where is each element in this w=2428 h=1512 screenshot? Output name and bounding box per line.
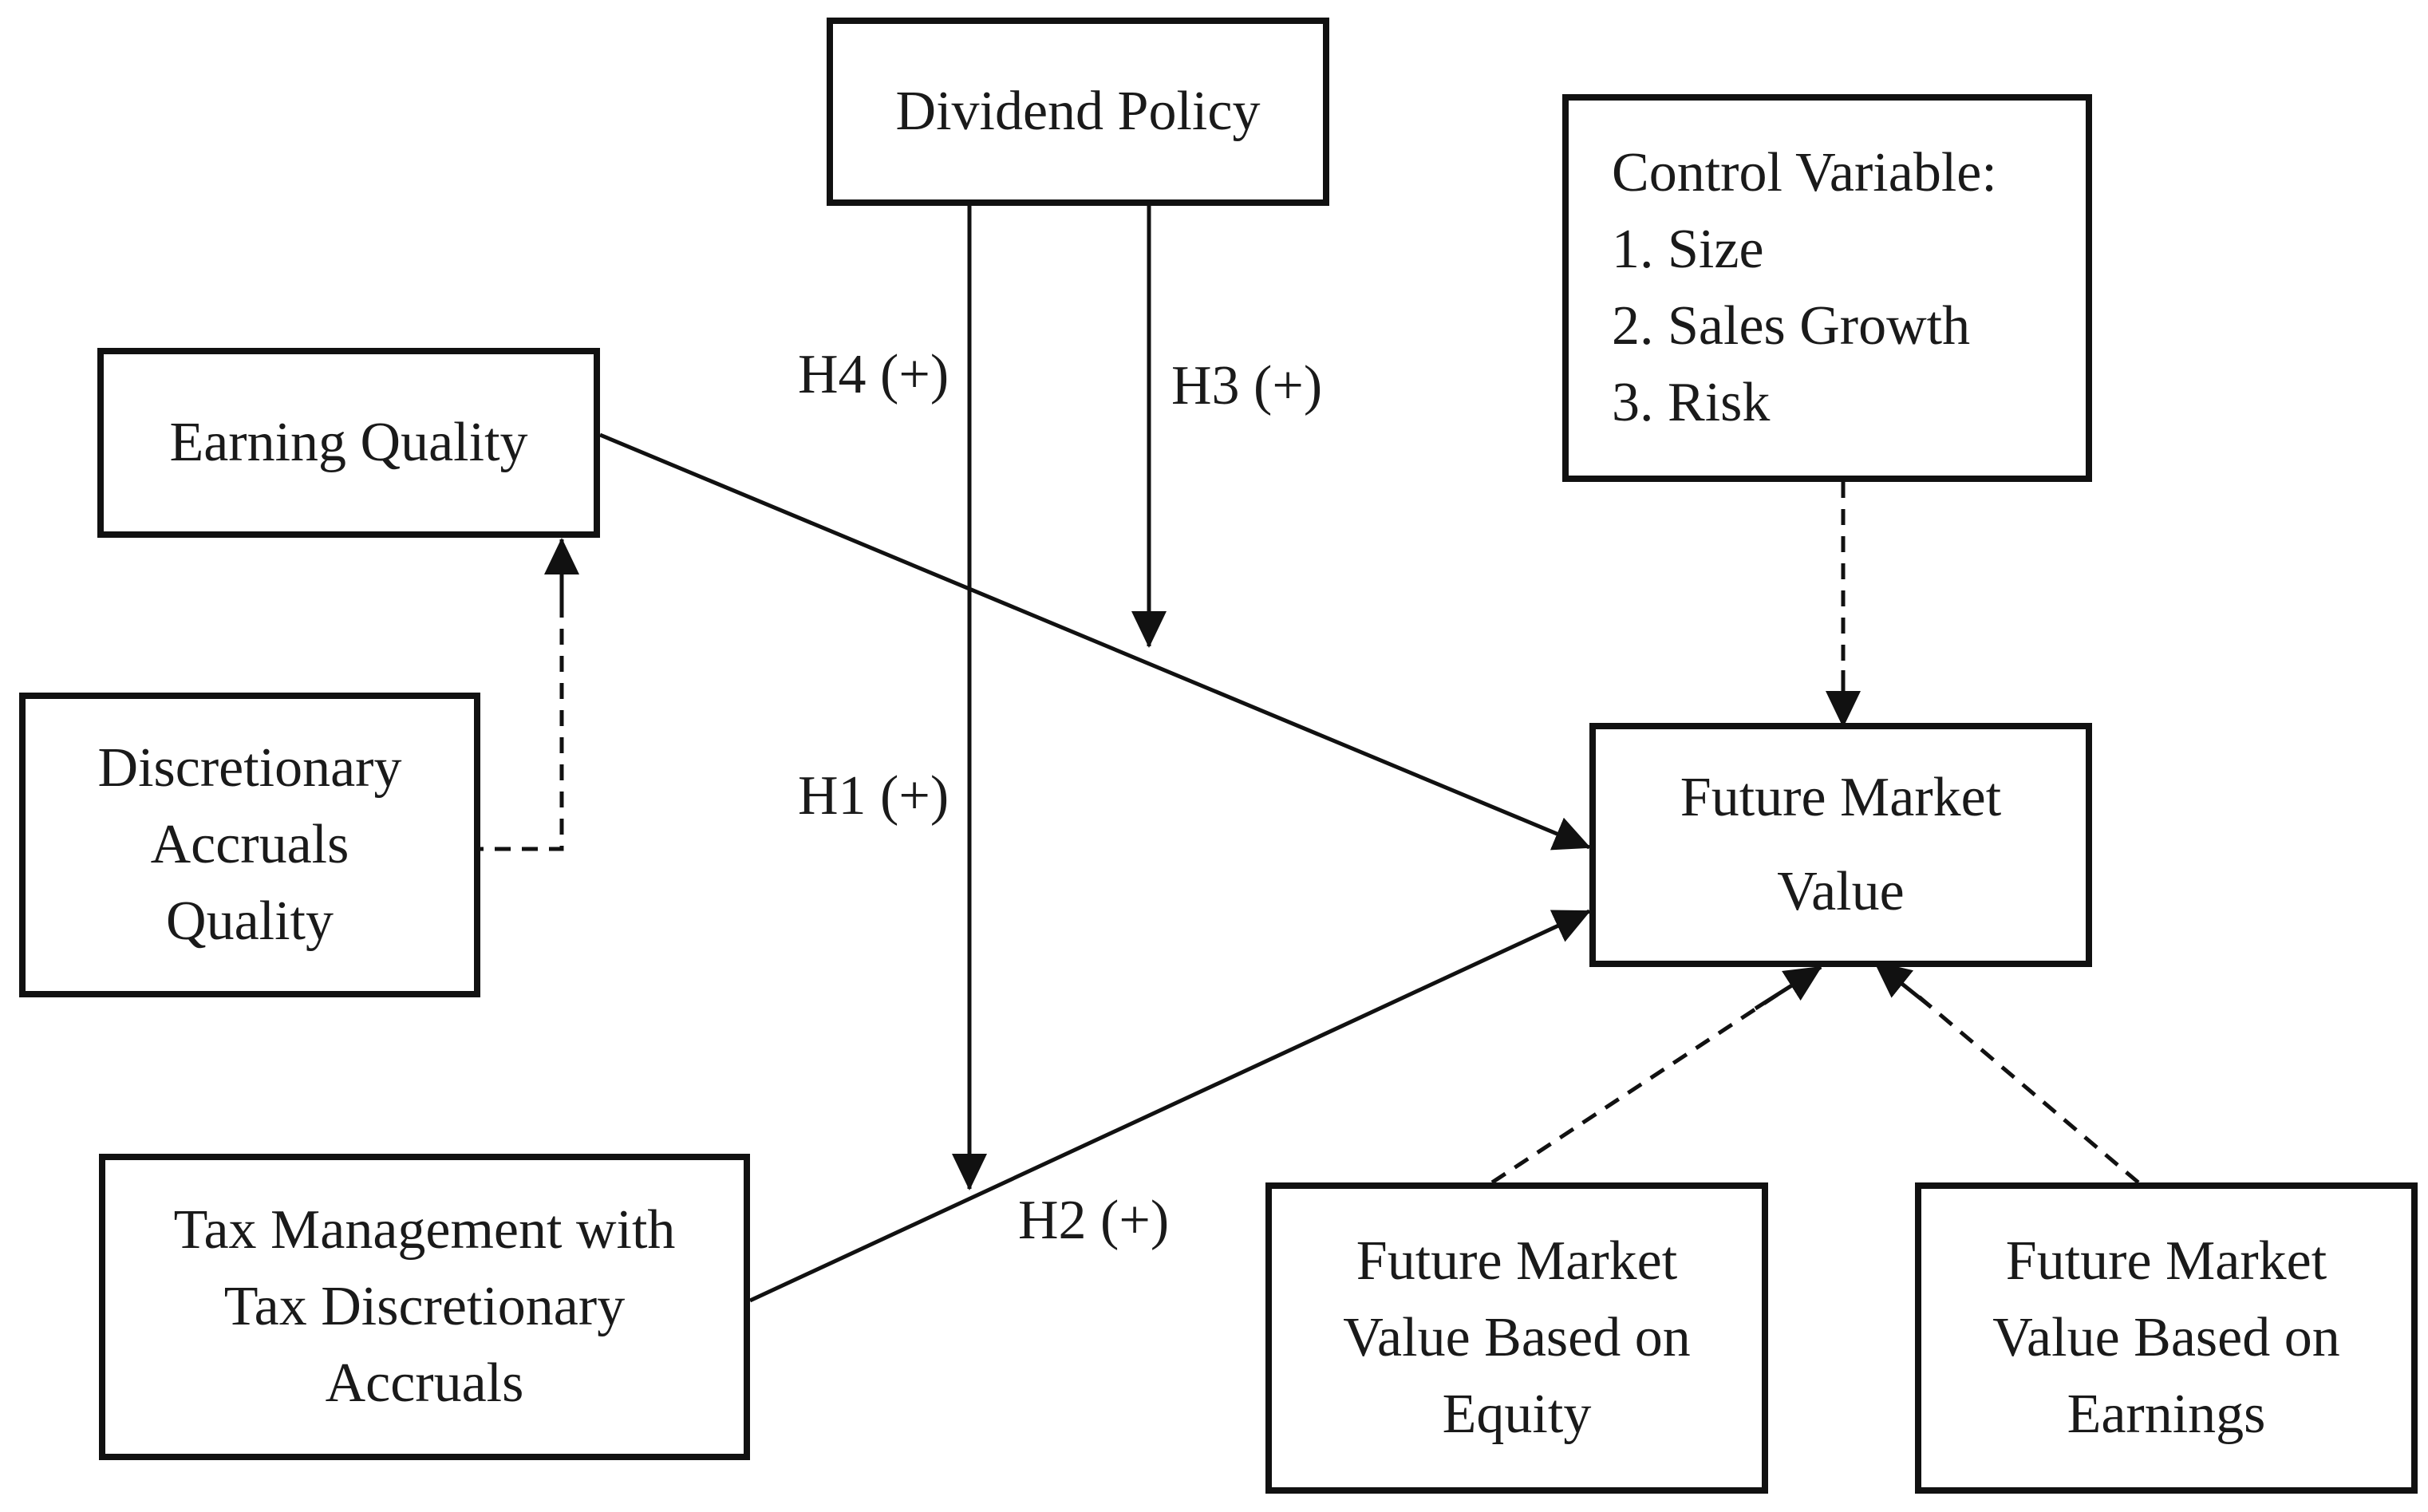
fmv-equity-box: Future Market Value Based on Equity [1265, 1182, 1768, 1494]
future-market-value-line-2: Value [1777, 861, 1905, 922]
tax-management-box: Tax Management with Tax Discretionary Ac… [99, 1154, 750, 1460]
control-variable-item-size: 1. Size [1612, 219, 1764, 280]
earning-quality-box: Earning Quality [97, 348, 600, 538]
future-market-value-line-1: Future Market [1680, 767, 2002, 828]
fmv-equity-line-3: Equity [1442, 1384, 1592, 1445]
accruals-to-earning-quality-connector [468, 541, 564, 851]
fmv-earnings-line-1: Future Market [2005, 1230, 2327, 1292]
fmv-earnings-line-2: Value Based on [1992, 1307, 2340, 1368]
hypothesis-h2-label: H2 (+) [1018, 1190, 1170, 1251]
earning-quality-label: Earning Quality [169, 412, 528, 473]
tax-management-line-3: Accruals [325, 1352, 524, 1414]
control-variable-item-sales-growth: 2. Sales Growth [1612, 295, 1971, 357]
hypothesis-h4-label: H4 (+) [798, 344, 949, 405]
control-variable-box: Control Variable: 1. Size 2. Sales Growt… [1562, 94, 2092, 482]
dividend-policy-label: Dividend Policy [895, 81, 1261, 142]
discretionary-accruals-quality-box: Discretionary Accruals Quality [19, 693, 480, 997]
control-variable-title: Control Variable: [1612, 142, 1997, 203]
tax-management-line-1: Tax Management with [173, 1199, 676, 1261]
tax-management-line-2: Tax Discretionary [223, 1276, 626, 1337]
equity-to-fmv-connector [1490, 991, 1781, 1185]
control-variable-item-risk: 3. Risk [1612, 372, 1771, 433]
hypothesis-h1-label: H1 (+) [798, 765, 949, 827]
discretionary-accruals-quality-line-2: Accruals [150, 814, 349, 875]
hypothesis-h3-label: H3 (+) [1171, 355, 1323, 416]
earnings-to-fmv-arrowhead [1873, 961, 1933, 1009]
future-market-value-box: Future Market Value [1589, 723, 2092, 967]
h1-arrow [599, 432, 1591, 851]
earnings-to-fmv-connector [1913, 992, 2140, 1184]
discretionary-accruals-quality-line-3: Quality [166, 890, 334, 952]
equity-to-fmv-arrowhead [1754, 965, 1822, 1011]
fmv-earnings-box: Future Market Value Based on Earnings [1915, 1182, 2418, 1494]
dividend-policy-box: Dividend Policy [827, 18, 1329, 206]
fmv-equity-line-1: Future Market [1356, 1230, 1678, 1292]
discretionary-accruals-quality-line-1: Discretionary [97, 737, 402, 799]
fmv-earnings-line-3: Earnings [2067, 1384, 2266, 1445]
h2-arrow [748, 909, 1591, 1303]
fmv-equity-line-2: Value Based on [1343, 1307, 1691, 1368]
